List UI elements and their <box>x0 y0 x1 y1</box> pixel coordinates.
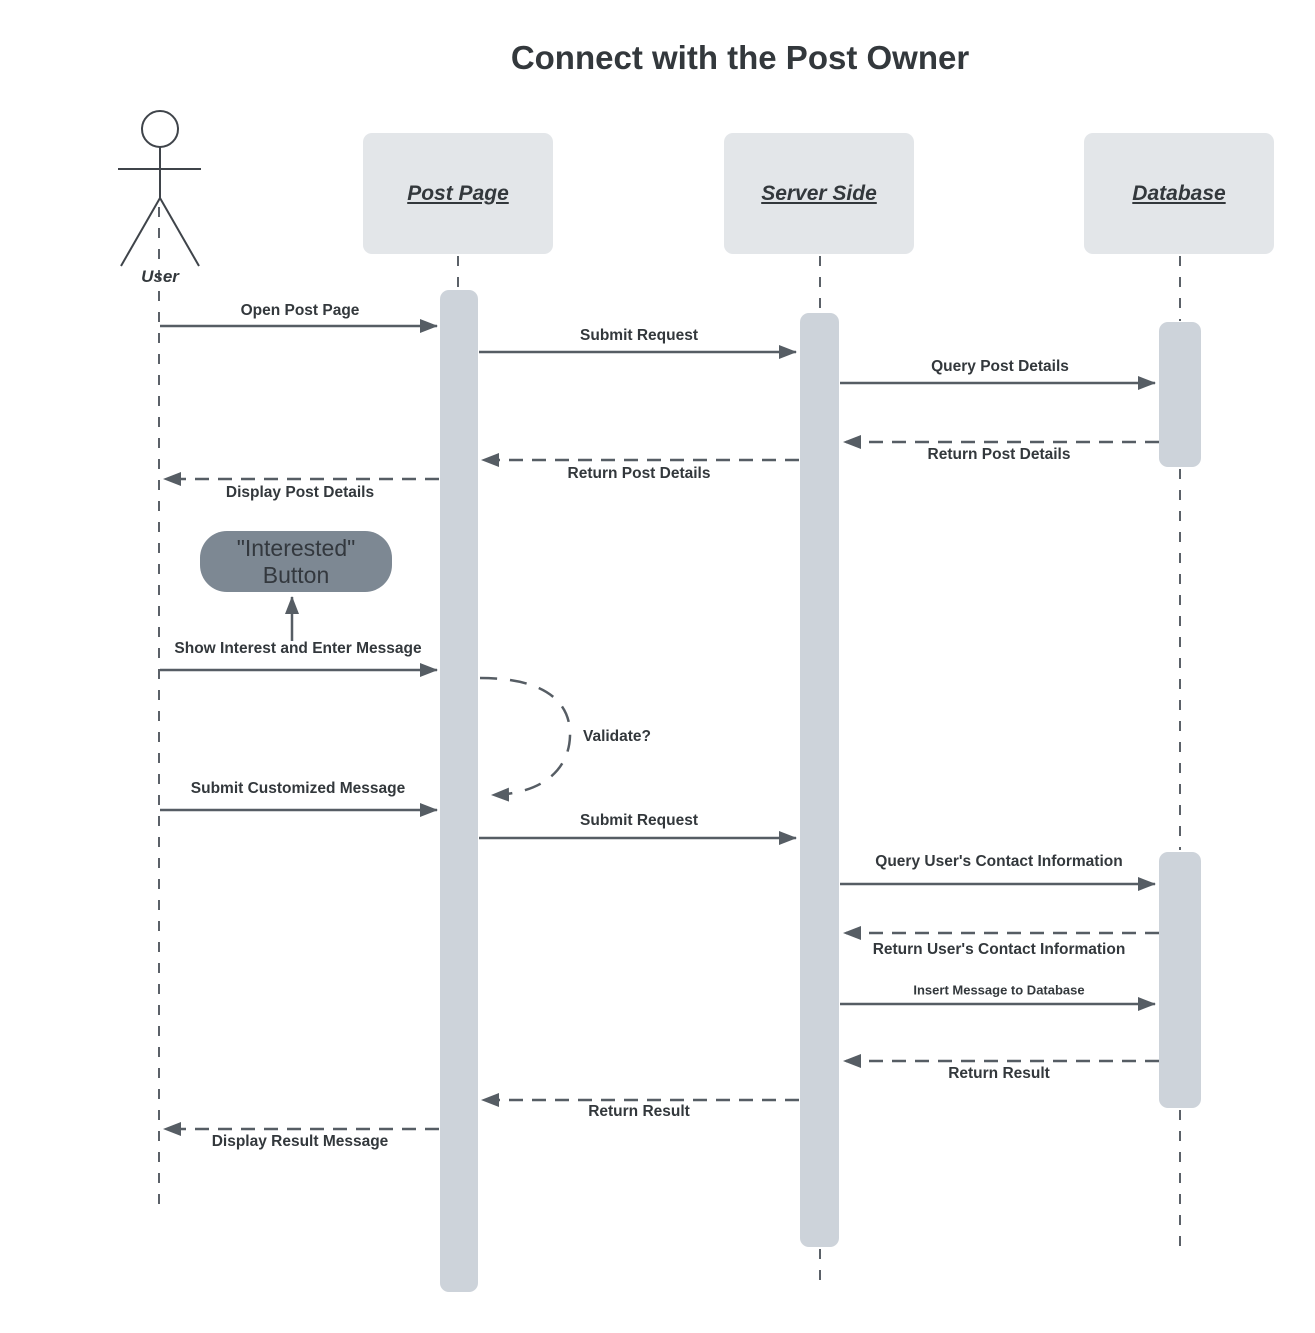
interested-button-node[interactable]: "Interested" Button <box>200 531 392 592</box>
interested-button-line1: "Interested" <box>236 534 356 561</box>
message-label-return-result-db: Return Result <box>948 1065 1050 1082</box>
diagram-title: Connect with the Post Owner <box>510 39 970 76</box>
message-label-submit-request-2: Submit Request <box>580 812 698 829</box>
message-label-insert-message: Insert Message to Database <box>913 982 1085 998</box>
actor-box-database[interactable]: Database <box>1084 133 1274 254</box>
message-label-display-result-message: Display Result Message <box>211 1133 389 1150</box>
message-label-validate: Validate? <box>582 728 652 745</box>
activation-bar-database-1[interactable] <box>1159 322 1201 467</box>
message-label-return-post-details: Return Post Details <box>567 465 711 482</box>
actor-label-database: Database <box>1132 181 1226 205</box>
validate-self-loop-arc <box>479 676 572 802</box>
activation-bar-database-2[interactable] <box>1159 852 1201 1108</box>
message-label-show-interest: Show Interest and Enter Message <box>174 640 422 657</box>
actor-box-server-side[interactable]: Server Side <box>724 133 914 254</box>
message-label-query-post-details: Query Post Details <box>931 358 1069 375</box>
message-label-open-post-page: Open Post Page <box>240 302 360 319</box>
activation-bar-post-page[interactable] <box>440 290 478 1292</box>
message-label-query-users-contact: Query User's Contact Information <box>875 853 1123 870</box>
actor-label-user: User <box>141 267 179 286</box>
user-stick-figure-icon[interactable] <box>118 110 201 267</box>
message-label-display-post-details: Display Post Details <box>225 484 375 501</box>
message-label-submit-request-1: Submit Request <box>580 327 698 344</box>
message-label-return-result-server: Return Result <box>588 1103 690 1120</box>
message-label-return-users-contact: Return User's Contact Information <box>872 941 1126 958</box>
activation-bar-server-side[interactable] <box>800 313 839 1247</box>
message-label-submit-customized: Submit Customized Message <box>190 780 406 797</box>
actor-label-server-side: Server Side <box>761 181 877 205</box>
actor-label-post-page: Post Page <box>407 181 509 205</box>
actor-box-post-page[interactable]: Post Page <box>363 133 553 254</box>
interested-button-line2: Button <box>262 561 330 588</box>
message-label-return-post-details-db: Return Post Details <box>927 446 1071 463</box>
